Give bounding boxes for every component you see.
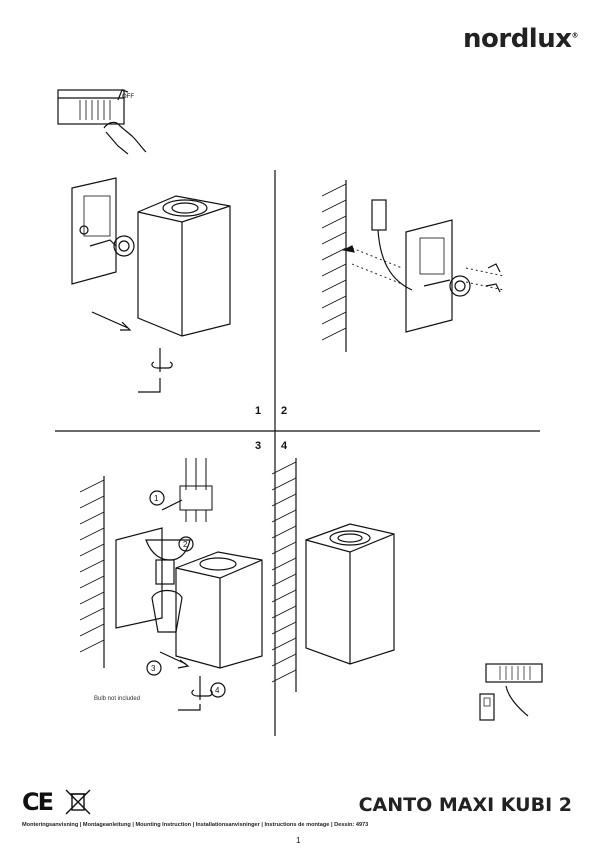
step-number-4: 4 — [281, 440, 288, 452]
brand-logo: nordlux® — [463, 24, 578, 54]
brand-name: nordlux — [463, 24, 572, 54]
power-on-icon — [479, 663, 543, 721]
footer-languages: Monteringsanvisning | Montageanleitung |… — [22, 822, 369, 828]
panel-1-illustration — [71, 177, 231, 393]
svg-text:OFF: OFF — [122, 94, 134, 100]
hand-icon — [103, 121, 147, 155]
wall-icon — [271, 458, 297, 692]
ce-mark: CE — [22, 788, 54, 816]
wall-icon — [321, 180, 347, 352]
power-off-icon: OFF — [57, 89, 134, 125]
svg-text:4: 4 — [215, 686, 220, 695]
step-number-2: 2 — [281, 405, 288, 417]
page-number: 1 — [296, 836, 301, 845]
svg-text:2: 2 — [183, 540, 188, 549]
wall-icon — [79, 476, 105, 668]
step-number-3: 3 — [255, 440, 262, 452]
screw-icon — [138, 348, 173, 393]
bulb-not-included-note: Bulb not included — [94, 696, 141, 702]
screw-icon — [178, 676, 213, 711]
step-number-1: 1 — [255, 405, 262, 417]
panel-4-illustration — [271, 458, 543, 721]
svg-text:1: 1 — [154, 494, 159, 503]
weee-bin-icon — [65, 789, 91, 815]
panel-2-illustration — [321, 180, 505, 352]
panel-3-illustration: 1 2 3 4 — [79, 458, 263, 711]
product-title: CANTO MAXI KUBI 2 — [358, 794, 572, 816]
svg-text:3: 3 — [151, 664, 156, 673]
